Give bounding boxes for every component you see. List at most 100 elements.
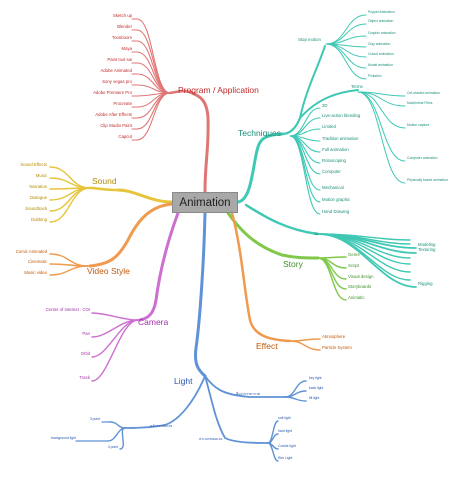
light-item[interactable]: background light xyxy=(51,436,76,440)
story-item[interactable]: Genre xyxy=(348,252,360,257)
terms-item[interactable]: Cel-shaded animation xyxy=(407,91,440,95)
stop-motion-item[interactable]: Graphic animation xyxy=(368,31,396,35)
light-item[interactable]: key light xyxy=(309,375,322,380)
sound-item[interactable]: Music xyxy=(35,173,47,178)
story-item[interactable]: Storyboards xyxy=(348,284,372,289)
program-item[interactable]: Adobe After Effects xyxy=(95,112,132,117)
three-d-item[interactable]: Rigging xyxy=(418,281,433,286)
program-link xyxy=(136,92,171,130)
stop-motion-item[interactable]: Model animation xyxy=(368,63,393,67)
techniques-item[interactable]: Tradition animation xyxy=(322,136,359,141)
central-topic-animation[interactable]: Animation xyxy=(172,192,238,213)
light-item[interactable]: back light xyxy=(309,385,324,390)
sound-item[interactable]: Narration xyxy=(29,184,47,189)
stop-motion-label[interactable]: Stop motion xyxy=(298,37,321,42)
stop-motion-item[interactable]: Puppet Animation xyxy=(368,10,395,14)
three-d-link xyxy=(244,203,320,236)
video-item[interactable]: Comic Animated xyxy=(15,249,47,254)
light-item[interactable]: 3 point xyxy=(89,417,100,421)
camera-trunk xyxy=(138,211,180,322)
program-item[interactable]: Toonboom xyxy=(111,35,132,40)
light-group-label[interactable]: ประเภทของแสง xyxy=(199,437,223,441)
program-item[interactable]: Paint tool sai xyxy=(107,57,132,62)
techniques-item[interactable]: Computer xyxy=(322,169,341,174)
topic-camera[interactable]: Camera xyxy=(138,317,169,327)
terms-item[interactable]: Computer animation xyxy=(407,156,438,160)
terms-item[interactable]: Physically based animation xyxy=(407,178,448,182)
light-group-label[interactable]: หลักการจัดแสง xyxy=(150,424,173,428)
terms-item[interactable]: Machinima Films xyxy=(407,101,433,105)
terms-label[interactable]: Terms xyxy=(351,84,363,89)
techniques-trunk xyxy=(236,132,284,204)
light-item[interactable]: 4 point xyxy=(107,445,118,449)
program-item[interactable]: Sony vegas pro xyxy=(102,79,132,84)
program-item[interactable]: Capcut xyxy=(118,134,132,139)
camera-item[interactable]: Pan xyxy=(82,331,90,336)
program-trunk-upper xyxy=(168,89,192,95)
topic-techniques[interactable]: Techniques xyxy=(238,128,282,138)
program-trunk xyxy=(188,90,210,194)
techniques-item[interactable]: Motion graphic xyxy=(322,197,351,202)
program-link xyxy=(136,18,171,94)
video-item[interactable]: Cinematic xyxy=(27,259,47,264)
stop-motion-item[interactable]: Pixilation xyxy=(368,74,382,78)
light-item[interactable]: fill light xyxy=(309,395,320,400)
story-link xyxy=(317,257,347,280)
stop-motion-link xyxy=(299,45,326,119)
sound-item[interactable]: Soundtrack xyxy=(25,206,47,211)
program-item[interactable]: Blender xyxy=(117,24,132,29)
light-group-label[interactable]: สีและบรรยากาศ xyxy=(236,392,260,396)
light-group3-link xyxy=(109,421,126,429)
camera-item[interactable]: Orbit xyxy=(80,351,90,356)
camera-item[interactable]: Track xyxy=(79,375,90,380)
program-item[interactable]: Maya xyxy=(121,46,132,51)
program-item[interactable]: Clip Studio Paint xyxy=(100,123,132,128)
three-d-label[interactable]: 3D xyxy=(314,232,319,236)
video-item[interactable]: Music video xyxy=(24,270,47,275)
topic-light[interactable]: Light xyxy=(174,376,193,386)
techniques-item[interactable]: Mechanical xyxy=(322,185,344,190)
light-item[interactable]: hard light xyxy=(278,428,292,433)
sound-item[interactable]: Sound Effects xyxy=(20,162,47,167)
story-item[interactable]: Animatic xyxy=(348,295,365,300)
terms-item[interactable]: Motion capture xyxy=(407,123,430,127)
topic-sound[interactable]: Sound xyxy=(92,176,117,186)
light-item[interactable]: soft light xyxy=(278,415,291,420)
topic-story[interactable]: Story xyxy=(283,259,303,269)
stop-motion-link xyxy=(325,43,367,69)
stop-motion-item[interactable]: Clay animation xyxy=(368,42,391,46)
sound-link xyxy=(49,187,91,223)
light-group2-link xyxy=(267,442,279,462)
light-group3-link xyxy=(119,427,126,450)
topic-video-style[interactable]: Video Style xyxy=(87,266,130,276)
techniques-item[interactable]: Rotoscoping xyxy=(322,158,346,163)
light-item[interactable]: Cookie light xyxy=(278,443,296,448)
techniques-item[interactable]: Limited xyxy=(322,124,336,129)
light-item[interactable]: Rim Light xyxy=(278,455,293,460)
three-d-item[interactable]: Texturing xyxy=(418,247,436,252)
stop-motion-item[interactable]: Cutout animation xyxy=(368,52,394,56)
program-item[interactable]: Procreate xyxy=(113,101,132,106)
story-item[interactable]: Visual design xyxy=(348,274,374,279)
program-item[interactable]: Adobe Premiere Pro xyxy=(93,90,132,95)
techniques-link xyxy=(289,135,321,164)
three-d-item[interactable]: Modeling xyxy=(418,242,436,247)
sound-item[interactable]: Dubbing xyxy=(30,217,47,222)
effect-item[interactable]: Particle System xyxy=(322,345,352,350)
topic-program-application[interactable]: Program / Application xyxy=(178,85,259,95)
techniques-item[interactable]: 2D xyxy=(322,103,328,108)
sound-trunk-upper xyxy=(88,186,120,192)
program-item[interactable]: Sketch up xyxy=(112,13,132,18)
story-item[interactable]: Script xyxy=(348,263,359,268)
techniques-item[interactable]: Hand Drawing xyxy=(322,209,350,214)
topic-effect[interactable]: Effect xyxy=(256,341,278,351)
sound-item[interactable]: Dialogue xyxy=(30,195,47,200)
techniques-link xyxy=(289,135,321,203)
techniques-item[interactable]: Live-action blending xyxy=(322,113,361,118)
camera-item[interactable]: Center of Interest : COI xyxy=(45,307,90,312)
stop-motion-item[interactable]: Object animation xyxy=(368,19,394,23)
techniques-item[interactable]: Full animation xyxy=(322,147,349,152)
effect-item[interactable]: Atmosphere xyxy=(322,334,346,339)
program-item[interactable]: Adobe Animated xyxy=(100,68,132,73)
light-group1-link xyxy=(284,396,307,402)
